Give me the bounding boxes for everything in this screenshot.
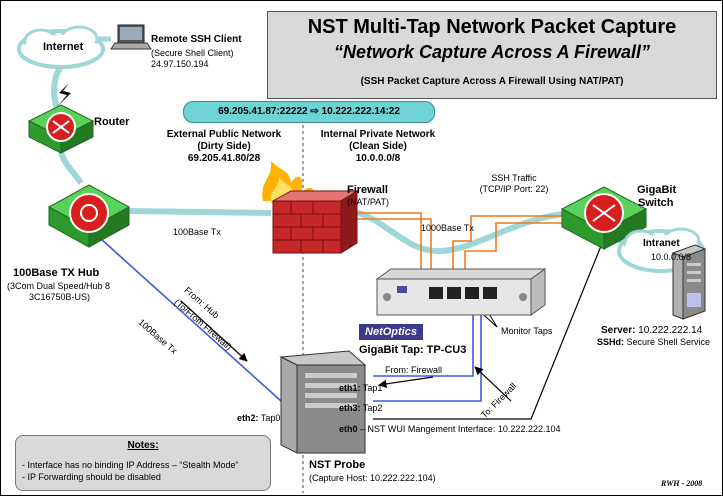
firewall-title: Firewall (347, 184, 388, 196)
link-fw-switch-label: 1000Base Tx (421, 223, 474, 233)
sshd-value: Secure Shell Service (626, 337, 711, 347)
switch-label-line2: Switch (638, 197, 674, 209)
router-icon (27, 104, 95, 154)
tap-label: GigaBit Tap: TP-CU3 (359, 344, 467, 356)
netoptics-logo: NetOptics (359, 324, 423, 340)
server-tower-icon (671, 244, 707, 320)
hub-icon (47, 184, 131, 248)
internet-label: Internet (43, 41, 84, 53)
probe-subtitle: (Capture Host: 10.222.222.104) (309, 473, 436, 483)
ssh-traffic-line1: SSH Traffic (491, 173, 537, 183)
cable-tap-switch-orange-a (452, 215, 581, 293)
eth1-value: Tap1 (362, 383, 383, 393)
diagram-title: NST Multi-Tap Network Packet Capture (307, 16, 677, 38)
eth3-name: eth3: (339, 403, 361, 413)
internal-net-line2: (Clean Side) (349, 141, 407, 152)
arrow-to-firewall (474, 366, 512, 402)
notes-title: Notes: (127, 440, 159, 451)
author-credit: RWH - 2008 (661, 479, 703, 488)
diagram-subtitle: “Network Capture Across A Firewall” (333, 42, 651, 62)
cable-tap2-probe-blue (373, 299, 482, 402)
eth1-name: eth1: (339, 383, 361, 393)
switch-icon (560, 186, 648, 250)
eth3-value: Tap2 (362, 403, 383, 413)
lightning-bolt-icon (57, 83, 71, 107)
intranet-label: Intranet (643, 238, 680, 249)
probe-tower-icon (279, 350, 367, 454)
cable-tap1-probe-blue (373, 299, 474, 377)
notes-line2: - IP Forwarding should be disabled (22, 472, 161, 482)
arrow-from-hub (180, 300, 248, 362)
netoptics-tap-icon (375, 268, 547, 316)
intranet-net: 10.0.0.0/8 (651, 252, 692, 262)
remote-client-title: Remote SSH Client (151, 34, 242, 45)
cable-hub-firewall (128, 208, 272, 216)
eth0-value: – NST WUI Mangement Interface: 10.222.22… (360, 424, 561, 434)
sshd-label: SSHd: (597, 337, 624, 347)
cable-fw-tap-orange-b (343, 218, 432, 293)
title-box: NST Multi-Tap Network Packet Capture “Ne… (267, 11, 717, 99)
firewall-subtitle: (NAT/PAT) (347, 197, 389, 207)
nat-mapping-text: 69.205.41.87:22222 ⇨ 10.222.222.14:22 (218, 106, 400, 117)
internet-cloud-icon (17, 25, 105, 69)
server-label: Server: (601, 325, 636, 336)
nat-mapping-pill: 69.205.41.87:22222 ⇨ 10.222.222.14:22 (183, 101, 435, 123)
notes-box: Notes: - Interface has no binding IP Add… (15, 435, 271, 491)
remote-client-ip: 24.97.150.194 (151, 59, 209, 69)
probe-title: NST Probe (309, 459, 366, 471)
firewall-icon (262, 161, 359, 254)
internal-net-line1: Internal Private Network (320, 129, 436, 140)
cable-eth0-switch-black (373, 245, 602, 420)
internal-net-line3: 10.0.0.0/8 (355, 153, 401, 164)
notes-line1: - Interface has no binding IP Address – … (22, 460, 239, 470)
eth2-value: Tap0 (260, 413, 281, 423)
server-ip: 10.222.222.14 (638, 325, 703, 336)
from-firewall-label: From: Firewall (385, 365, 443, 375)
cable-hub-probe-blue (100, 238, 282, 402)
external-net-line2: (Dirty Side) (197, 141, 251, 152)
eth2-name: eth2: (237, 413, 259, 423)
hub-title: 100Base TX Hub (13, 267, 100, 279)
switch-label-line1: GigaBit (637, 184, 677, 196)
hub-model-line1: (3Com Dual Speed/Hub 8 (7, 281, 111, 291)
cable-tap-switch-orange-b (464, 222, 581, 293)
diagram-description: (SSH Packet Capture Across A Firewall Us… (360, 76, 624, 87)
router-label: Router (94, 116, 130, 128)
external-net-line3: 69.205.41.80/28 (187, 153, 261, 164)
hub-model-line2: 3C16750B-US) (29, 292, 91, 302)
monitor-taps-label: Monitor Taps (501, 326, 553, 336)
arrow-from-firewall (378, 376, 434, 389)
cable-router-hub (58, 148, 84, 185)
laptop-icon (110, 24, 152, 50)
ssh-traffic-line2: (TCP/IP Port: 22) (479, 184, 549, 194)
eth0-name: eth0 (339, 424, 358, 434)
cable-fw-switch (340, 207, 582, 255)
link-hub-fw-label: 100Base Tx (173, 227, 221, 237)
external-net-line1: External Public Network (166, 129, 282, 140)
remote-client-subtitle: (Secure Shell Client) (151, 48, 234, 58)
